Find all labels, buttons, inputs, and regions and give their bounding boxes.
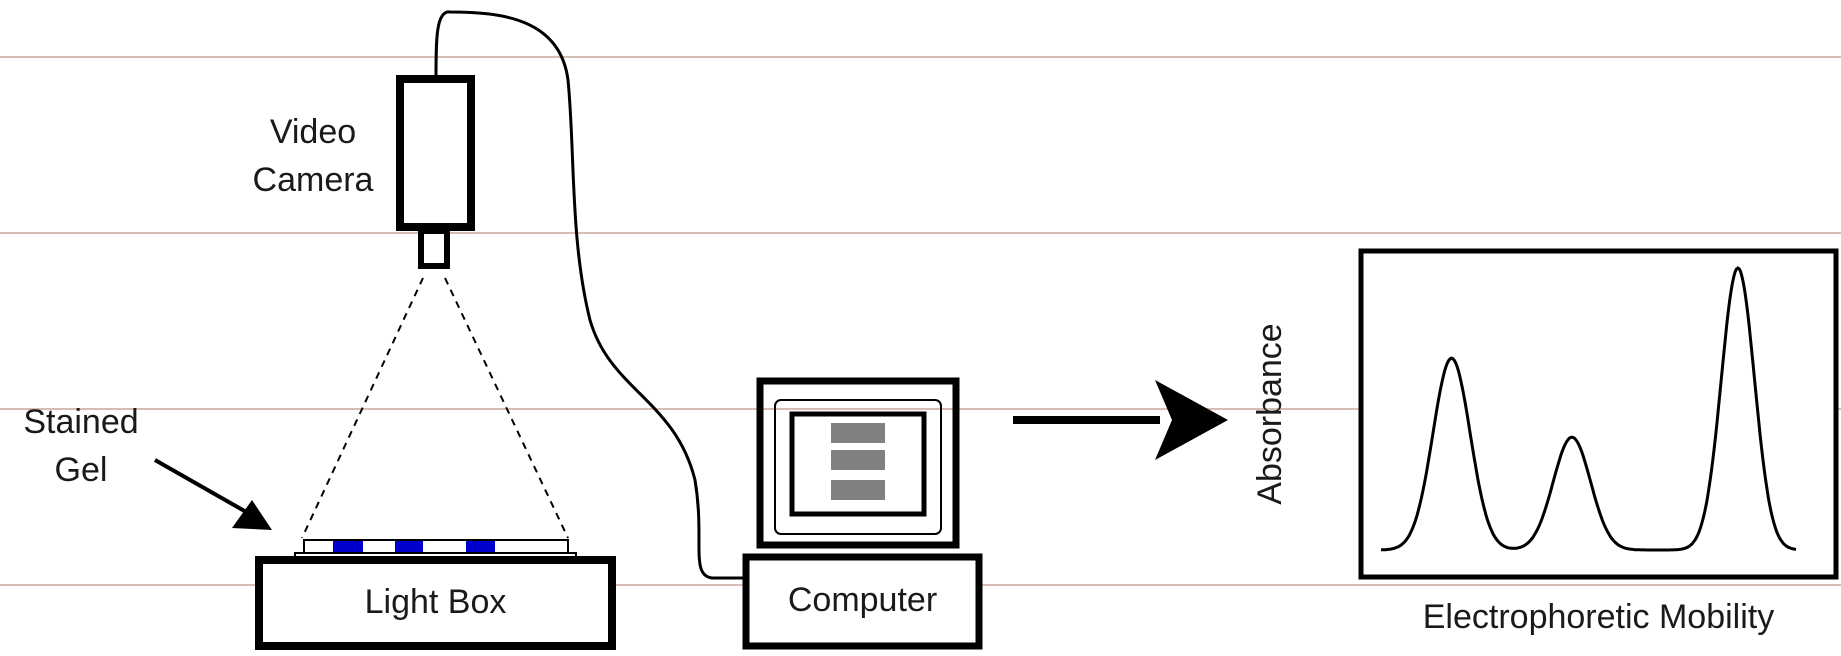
plot-area xyxy=(1381,266,1797,552)
video-camera-label: Video Camera xyxy=(240,108,386,204)
stained-gel-label: Stained Gel xyxy=(0,398,162,494)
absorbance-trace xyxy=(1381,266,1797,552)
x-axis-label: Electrophoretic Mobility xyxy=(1422,598,1775,636)
light-box xyxy=(255,556,616,650)
video-camera-label-line1: Video xyxy=(269,113,357,151)
stained-gel-arrow xyxy=(154,458,272,530)
plot-frame xyxy=(1358,248,1839,580)
screen-bar-2 xyxy=(831,450,885,470)
computer-label: Computer xyxy=(787,581,938,619)
camera-view-cone xyxy=(301,277,569,539)
computer-base xyxy=(742,553,983,650)
stained-gel-label-line1: Stained xyxy=(23,403,139,441)
computer-monitor xyxy=(756,377,960,549)
gel-band-2 xyxy=(395,541,423,552)
view-line-left xyxy=(301,277,424,539)
video-camera xyxy=(396,75,475,269)
screen-bar-1 xyxy=(831,423,885,443)
monitor-screen xyxy=(789,411,927,517)
monitor-bezel xyxy=(774,399,942,535)
screen-bars xyxy=(831,423,885,500)
gel-band-3 xyxy=(466,541,495,552)
y-axis-label: Absorbance xyxy=(1251,323,1289,505)
camera-cable xyxy=(434,10,745,580)
screen-bar-3 xyxy=(831,480,885,500)
gel-band-1 xyxy=(333,541,363,552)
monitor-outer xyxy=(756,377,960,549)
camera-body xyxy=(396,75,475,231)
gel-slab xyxy=(303,539,569,554)
view-line-right xyxy=(444,277,569,539)
video-camera-label-line2: Camera xyxy=(252,161,374,199)
camera-lens xyxy=(418,228,450,269)
stained-gel-label-line2: Gel xyxy=(54,451,108,489)
output-arrow xyxy=(1013,380,1228,460)
light-box-label: Light Box xyxy=(364,583,507,621)
